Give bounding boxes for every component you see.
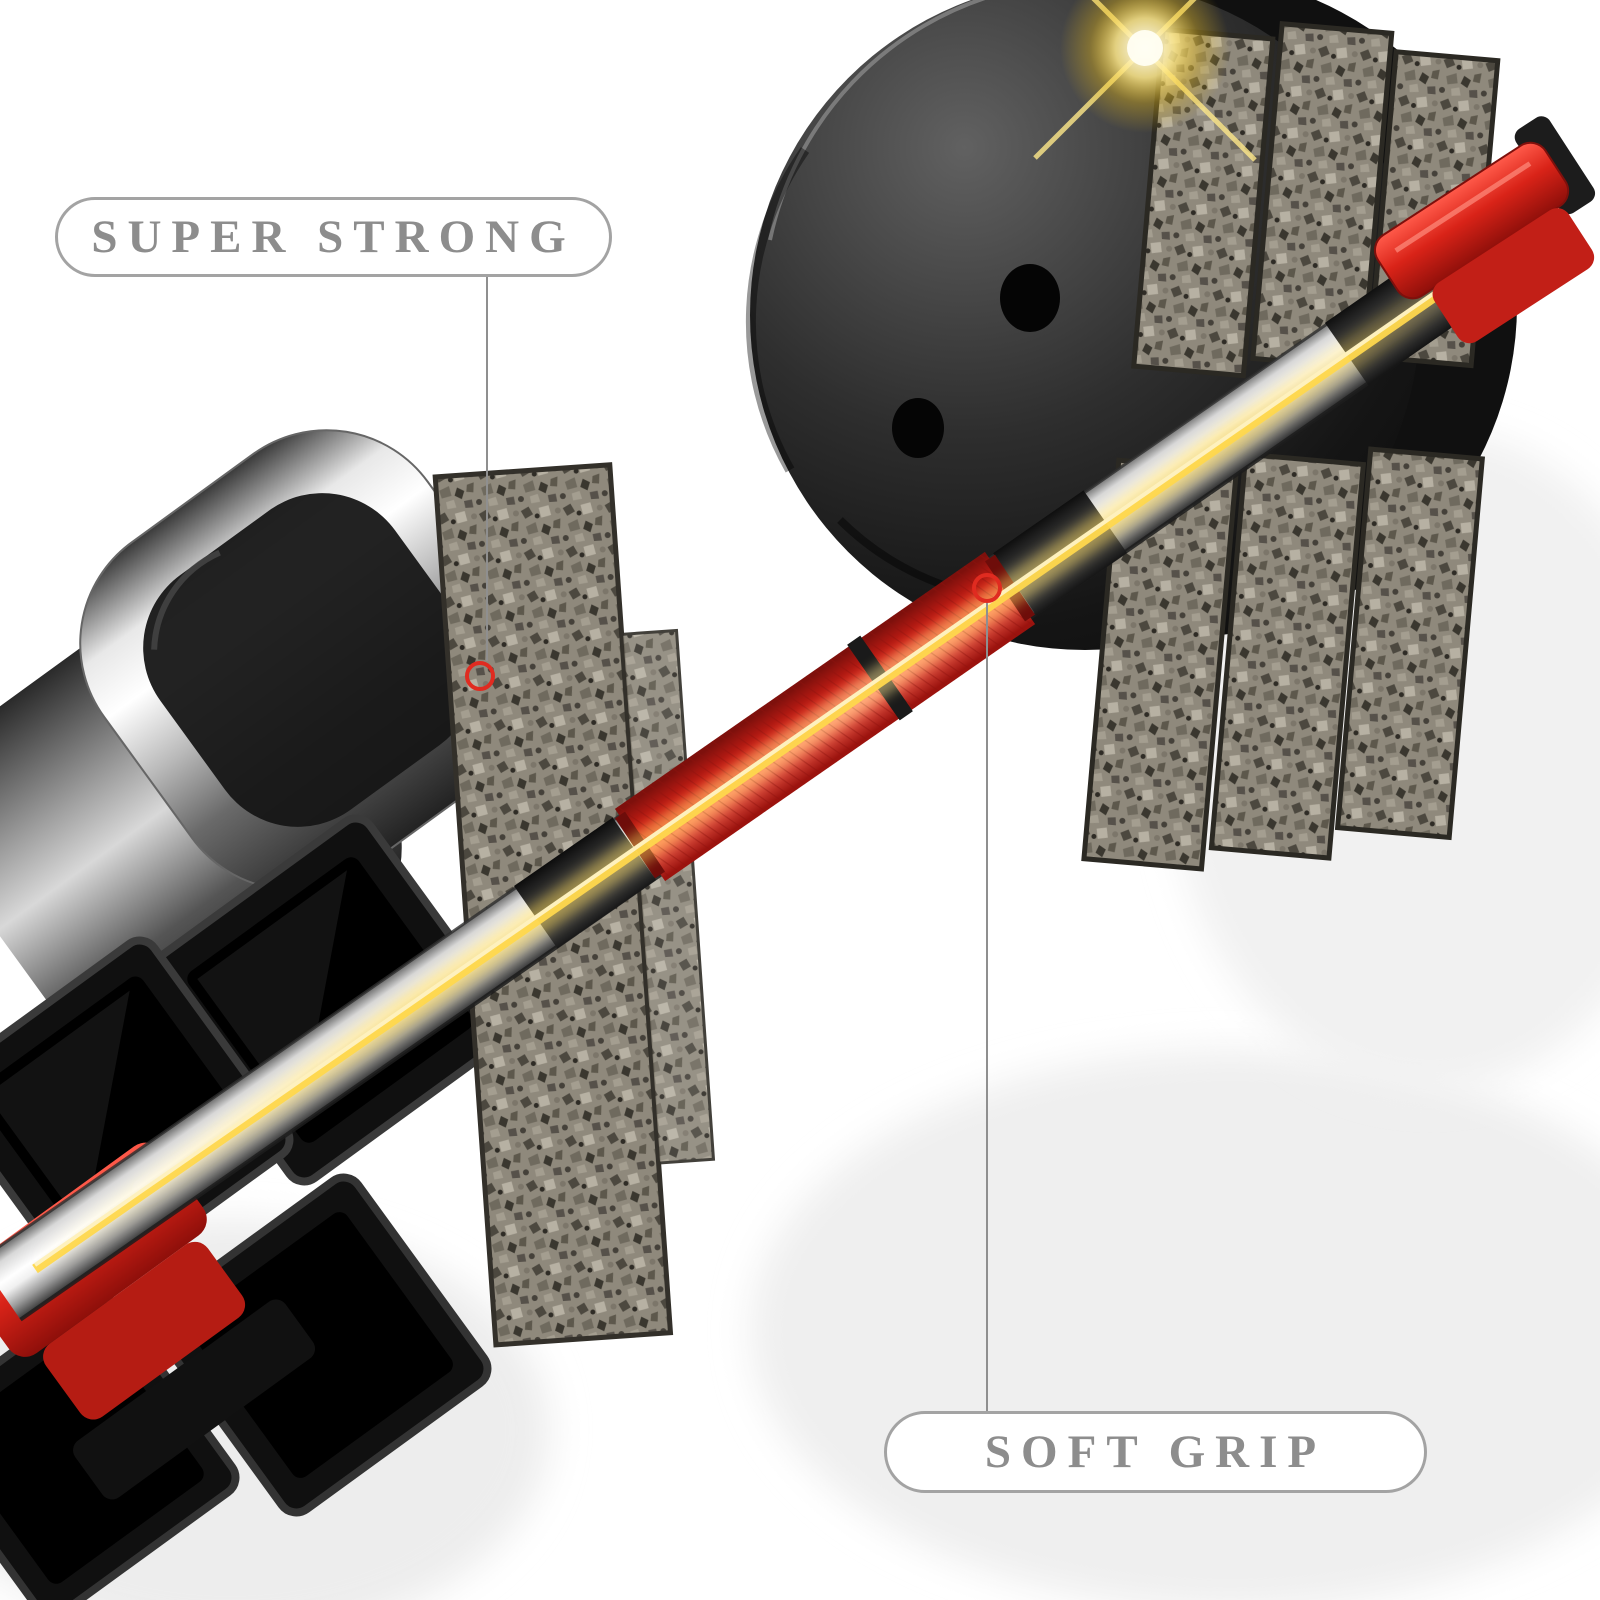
callout-super-strong: SUPER STRONG — [55, 197, 612, 277]
gold-light-beam — [26, 214, 1544, 1282]
plate-socket — [0, 936, 294, 1294]
left-dumbbell-assembly — [0, 429, 716, 1600]
plate-hole — [1000, 264, 1060, 332]
callout-soft-grip: SOFT GRIP — [884, 1411, 1427, 1493]
callout-soft-grip-label: SOFT GRIP — [984, 1426, 1327, 1478]
callout-soft-grip-leader-line — [986, 603, 988, 1411]
callout-super-strong-label: SUPER STRONG — [91, 211, 576, 263]
feature-marker-soft-grip — [972, 573, 1002, 603]
red-clamp — [1373, 116, 1596, 344]
chrome-plate — [79, 429, 541, 891]
plate-hole — [892, 398, 944, 458]
callout-super-strong-leader-line — [486, 277, 488, 661]
cement-blocks-right-lower — [1081, 446, 1486, 872]
light-glare — [1033, 0, 1257, 162]
plate-rim-highlight — [768, 0, 986, 241]
plate-socket — [148, 1173, 492, 1517]
feature-marker-super-strong — [465, 661, 495, 691]
